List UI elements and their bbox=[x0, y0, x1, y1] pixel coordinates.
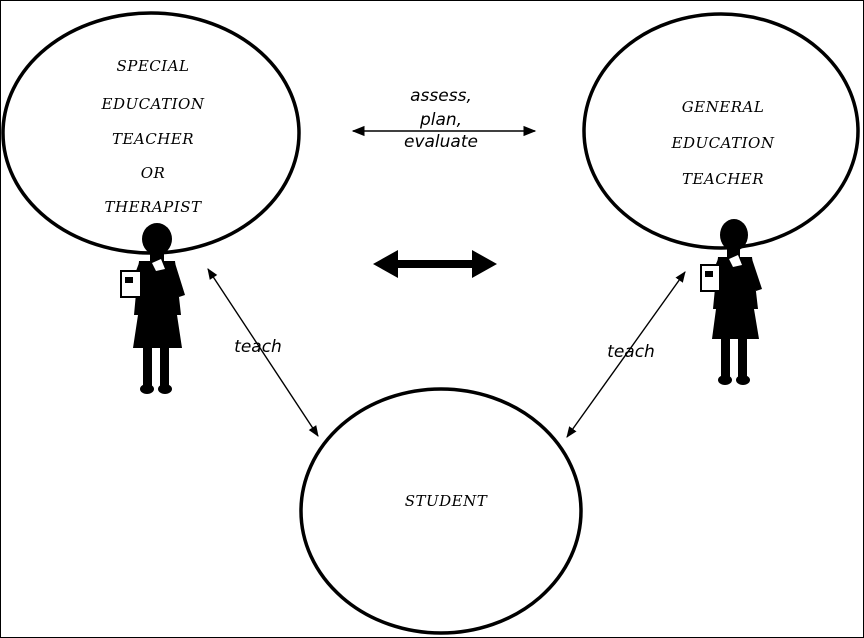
collaborate-line-3: evaluate bbox=[404, 132, 478, 152]
special-line-2: EDUCATION bbox=[101, 95, 205, 113]
teach-right-label: teach bbox=[607, 342, 655, 362]
double-arrow-icon bbox=[373, 250, 497, 278]
special-line-3: TEACHER bbox=[112, 130, 194, 148]
collaborate-line-1: assess, bbox=[410, 86, 472, 106]
special-line-4: OR bbox=[141, 164, 166, 182]
general-education-node bbox=[582, 12, 860, 250]
teach-left-arrow bbox=[207, 268, 319, 437]
teach-left-label: teach bbox=[234, 337, 282, 357]
special-line-1: SPECIAL bbox=[116, 57, 189, 75]
collaborate-line-2: plan, bbox=[419, 110, 462, 130]
collaborate-label: assess, plan, evaluate bbox=[404, 86, 478, 152]
special-line-5: THERAPIST bbox=[105, 198, 202, 216]
general-line-2: EDUCATION bbox=[671, 134, 775, 152]
student-label: STUDENT bbox=[405, 492, 488, 510]
special-education-label: SPECIAL EDUCATION TEACHER OR THERAPIST bbox=[101, 57, 205, 216]
general-line-3: TEACHER bbox=[682, 170, 764, 188]
student-node bbox=[299, 387, 583, 635]
teacher-figure-icon bbox=[120, 223, 185, 394]
teach-right-arrow bbox=[566, 271, 686, 438]
teacher-figure-icon bbox=[700, 219, 762, 385]
general-education-label: GENERAL EDUCATION TEACHER bbox=[671, 98, 775, 188]
general-line-1: GENERAL bbox=[682, 98, 765, 116]
